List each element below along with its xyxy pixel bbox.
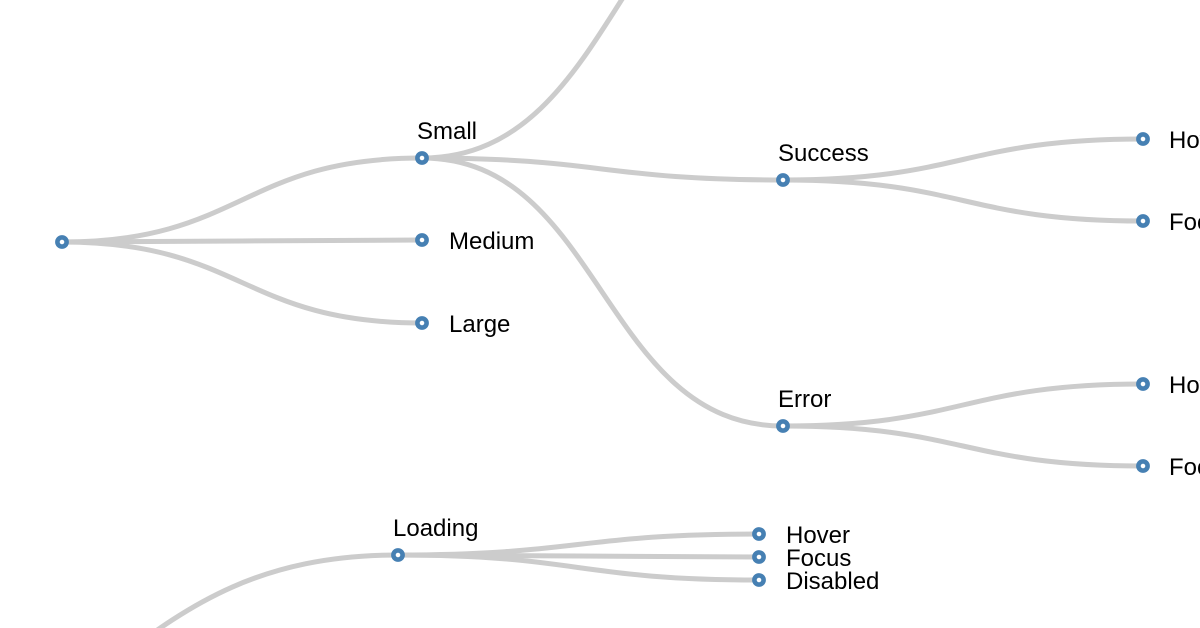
node-label-error-focus: Focus [1169, 454, 1200, 481]
tree-links [61, 0, 1144, 628]
link-small-to-success [421, 155, 784, 183]
link-success-to-hover [782, 136, 1144, 183]
tree-node-medium[interactable] [415, 233, 429, 247]
tree-labels: Small Medium Large Success Error Loading… [393, 118, 1200, 595]
link-error-to-focus [782, 423, 1144, 469]
node-label-success: Success [778, 140, 869, 167]
link-offscreen-to-loading [155, 552, 399, 628]
link-small-to-error [421, 155, 784, 429]
tree-nodes [55, 132, 1150, 587]
tree-node-error-hover[interactable] [1136, 377, 1150, 391]
tree-node-small[interactable] [415, 151, 429, 165]
tree-node-large[interactable] [415, 316, 429, 330]
link-error-to-hover [782, 381, 1144, 429]
link-loading-to-disabled [397, 552, 760, 583]
link-root-to-large [61, 239, 423, 326]
node-label-success-hover: Hover [1169, 127, 1200, 154]
node-label-error-hover: Hover [1169, 372, 1200, 399]
tree-node-root[interactable] [55, 235, 69, 249]
node-label-loading: Loading [393, 515, 478, 542]
link-root-to-small [61, 155, 423, 245]
tree-node-loading-focus[interactable] [752, 550, 766, 564]
node-label-large: Large [449, 311, 510, 338]
tree-node-error[interactable] [776, 419, 790, 433]
tree-node-success-focus[interactable] [1136, 214, 1150, 228]
tree-node-success[interactable] [776, 173, 790, 187]
tree-node-error-focus[interactable] [1136, 459, 1150, 473]
tree-node-loading-disabled[interactable] [752, 573, 766, 587]
node-label-loading-focus: Focus [786, 545, 851, 572]
node-label-loading-disabled: Disabled [786, 568, 879, 595]
tree-node-loading-hover[interactable] [752, 527, 766, 541]
node-label-success-focus: Focus [1169, 209, 1200, 236]
node-label-loading-hover: Hover [786, 522, 850, 549]
link-root-to-medium [61, 237, 423, 245]
tree-node-success-hover[interactable] [1136, 132, 1150, 146]
node-label-error: Error [778, 386, 831, 413]
link-small-to-offscreen-top [421, 0, 625, 161]
tree-node-loading[interactable] [391, 548, 405, 562]
link-success-to-focus [782, 177, 1144, 224]
node-label-medium: Medium [449, 228, 534, 255]
node-label-small: Small [417, 118, 477, 145]
